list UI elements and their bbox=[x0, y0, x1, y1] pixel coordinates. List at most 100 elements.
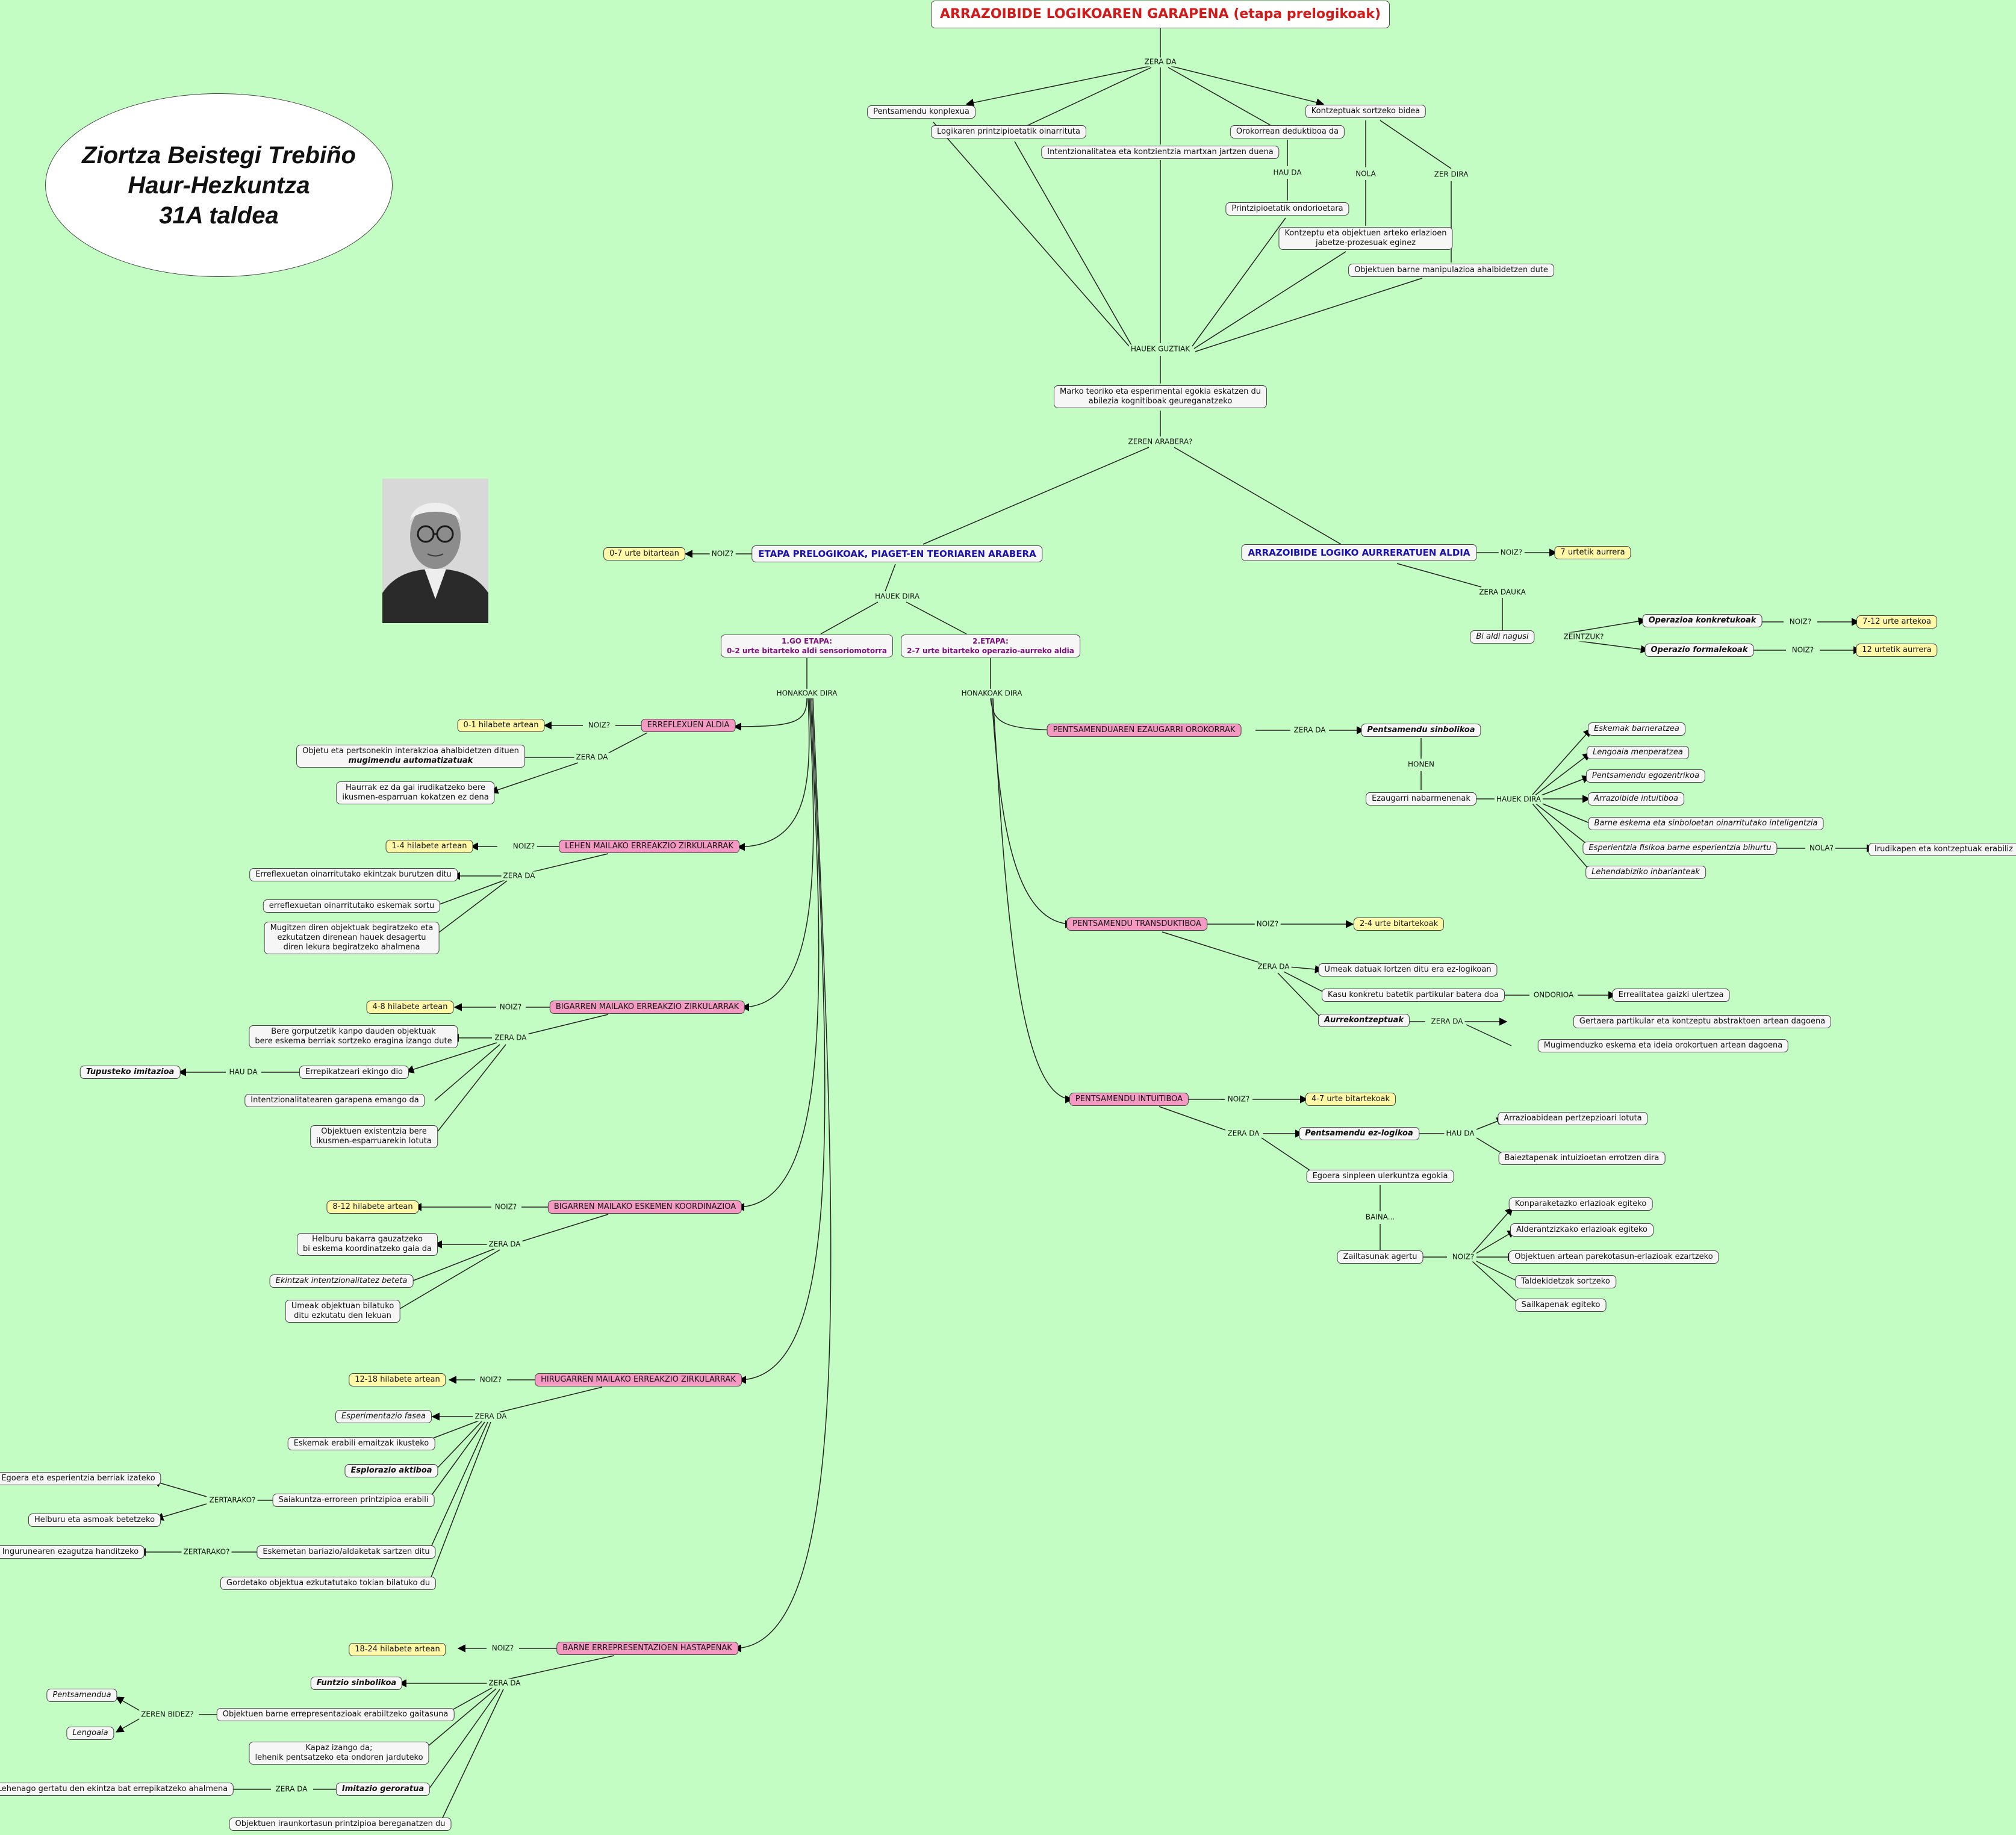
node-helburu-asmoak[interactable]: Helburu eta asmoak betetzeko bbox=[28, 1514, 161, 1527]
node-18-24-hilabete[interactable]: 18-24 hilabete artean bbox=[349, 1643, 446, 1656]
node-pentsamendu-intuitiboa[interactable]: PENTSAMENDU INTUITIBOA bbox=[1069, 1093, 1189, 1106]
node-1go-etapa[interactable]: 1.GO ETAPA:0-2 urte bitarteko aldi senso… bbox=[720, 635, 894, 657]
node-ekintzak-intentzionalitatez[interactable]: Ekintzak intentzionalitatez beteta bbox=[269, 1275, 414, 1288]
node-7-12-urte[interactable]: 7-12 urte artekoa bbox=[1856, 615, 1937, 629]
link-label: ZEREN BIDEZ? bbox=[139, 1710, 196, 1719]
node-hirugarren-mailako[interactable]: HIRUGARREN MAILAKO ERREAKZIO ZIRKULARRAK bbox=[535, 1373, 742, 1386]
node-esplorazio-aktiboa[interactable]: Esplorazio aktiboa bbox=[344, 1464, 438, 1477]
node-1-4-hilabete[interactable]: 1-4 hilabete artean bbox=[385, 840, 473, 853]
node-eskemetan-bariazio[interactable]: Eskemetan bariazio/aldaketak sartzen dit… bbox=[257, 1545, 436, 1559]
node-objetu-interakzioa[interactable]: Objetu eta pertsonekin interakzioa ahalb… bbox=[296, 745, 525, 768]
node-pentsamenduaren-ezaugarri[interactable]: PENTSAMENDUAREN EZAUGARRI OROKORRAK bbox=[1047, 724, 1242, 737]
node-4-8-hilabete[interactable]: 4-8 hilabete artean bbox=[366, 1001, 454, 1014]
node-imitazio-geroratua[interactable]: Imitazio geroratua bbox=[335, 1783, 431, 1796]
node-tupusteko-imitazioa[interactable]: Tupusteko imitazioa bbox=[79, 1066, 181, 1079]
node-lehenago-gertatu[interactable]: Lehenago gertatu den ekintza bat errepik… bbox=[0, 1783, 234, 1796]
node-aurrekontzeptuak[interactable]: Aurrekontzeptuak bbox=[1318, 1014, 1410, 1027]
node-eskemak-erabili[interactable]: Eskemak erabili emaitzak ikusteko bbox=[287, 1437, 435, 1450]
node-taldekidetzak-sortzeko[interactable]: Taldekidetzak sortzeko bbox=[1515, 1275, 1616, 1288]
node-pentsamendua[interactable]: Pentsamendua bbox=[46, 1689, 117, 1702]
node-erreflexuetan-eskemak[interactable]: erreflexuetan oinarritutako eskemak sort… bbox=[263, 899, 441, 913]
node-logikaren-printzipioak[interactable]: Logikaren printzipioetatik oinarrituta bbox=[931, 125, 1086, 138]
node-errepikatzeari[interactable]: Errepikatzeari ekingo dio bbox=[299, 1066, 409, 1079]
node-intentzionalitatearen-garapena[interactable]: Intentzionalitatearen garapena emango da bbox=[244, 1094, 425, 1107]
node-objektuen-iraunkortasun[interactable]: Objektuen iraunkortasun printzipioa bere… bbox=[229, 1818, 452, 1831]
link-label: NOIZ? bbox=[497, 1002, 524, 1012]
node-0-1-hilabete[interactable]: 0-1 hilabete artean bbox=[457, 719, 545, 732]
node-7-urtetik[interactable]: 7 urtetik aurrera bbox=[1554, 546, 1631, 559]
node-ezaugarri-nabarmenenak[interactable]: Ezaugarri nabarmenenak bbox=[1366, 792, 1476, 806]
node-mugitzen-objektuak[interactable]: Mugitzen diren objektuak begiratzeko eta… bbox=[264, 922, 440, 954]
node-mugimenduzko-eskema[interactable]: Mugimenduzko eskema eta ideia orokortuen… bbox=[1537, 1039, 1789, 1052]
node-operazio-konkretukoak[interactable]: Operazioa konkretukoak bbox=[1642, 614, 1762, 627]
node-bere-gorputzetik[interactable]: Bere gorputzetik kanpo dauden objektuak … bbox=[249, 1025, 458, 1048]
node-objektuen-barne-errepresentazioak[interactable]: Objektuen barne errepresentazioak erabil… bbox=[216, 1708, 455, 1721]
node-operazio-formalekoak[interactable]: Operazio formalekoak bbox=[1644, 644, 1754, 657]
node-alderantzizkako-erlazioak[interactable]: Alderantzizkako erlazioak egiteko bbox=[1510, 1223, 1654, 1237]
node-baieztapenak-intuizioetan[interactable]: Baieztapenak intuizioetan errotzen dira bbox=[1498, 1152, 1666, 1165]
node-lehen-mailako[interactable]: LEHEN MAILAKO ERREAKZIO ZIRKULARRAK bbox=[559, 840, 739, 853]
node-kasu-konkretu[interactable]: Kasu konkretu batetik partikular batera … bbox=[1321, 989, 1505, 1002]
node-objektuen-parekotasun[interactable]: Objektuen artean parekotasun-erlazioak e… bbox=[1508, 1250, 1719, 1264]
node-konparaketazko-erlazioak[interactable]: Konparaketazko erlazioak egiteko bbox=[1508, 1197, 1653, 1211]
node-esperimentazio-fasea[interactable]: Esperimentazio fasea bbox=[335, 1410, 432, 1423]
link-label: NOIZ? bbox=[490, 1644, 516, 1653]
node-etapa-prelogikoak[interactable]: ETAPA PRELOGIKOAK, PIAGET-EN TEORIAREN A… bbox=[751, 545, 1043, 562]
node-irudikapen-kontzeptuak[interactable]: Irudikapen eta kontzeptuak erabiliz bbox=[1868, 843, 2016, 856]
node-barne-eskema-inteligentzia[interactable]: Barne eskema eta sinboloetan oinarrituta… bbox=[1588, 817, 1824, 830]
node-objektuen-existentzia[interactable]: Objektuen existentzia bere ikusmen-espar… bbox=[310, 1125, 438, 1148]
node-4-7-urte[interactable]: 4-7 urte bitartekoak bbox=[1305, 1093, 1396, 1106]
node-2-4-urte[interactable]: 2-4 urte bitartekoak bbox=[1353, 918, 1445, 931]
node-erreflexuen-aldia[interactable]: ERREFLEXUEN ALDIA bbox=[641, 719, 736, 732]
node-2-etapa[interactable]: 2.ETAPA:2-7 urte bitarteko operazio-aurr… bbox=[901, 635, 1080, 657]
node-pentsamendu-egozentrikoa[interactable]: Pentsamendu egozentrikoa bbox=[1585, 769, 1706, 783]
node-esperientzia-fisikoa[interactable]: Esperientzia fisikoa barne esperientzia … bbox=[1582, 842, 1778, 855]
node-erreflexuetan-ekintzak[interactable]: Erreflexuetan oinarritutako ekintzak bur… bbox=[249, 868, 458, 881]
node-bigarren-mailako-erreakzio[interactable]: BIGARREN MAILAKO ERREAKZIO ZIRKULARRAK bbox=[549, 1001, 745, 1014]
node-kontzeptuak-sortzeko[interactable]: Kontzeptuak sortzeko bidea bbox=[1305, 105, 1426, 118]
node-bigarren-mailako-eskemen[interactable]: BIGARREN MAILAKO ESKEMEN KOORDINAZIOA bbox=[547, 1200, 742, 1214]
node-kapaz-izango[interactable]: Kapaz izango da; lehenik pentsatzeko eta… bbox=[249, 1742, 429, 1765]
node-2-etapa-desc: 2-7 urte bitarteko operazio-aurreko aldi… bbox=[907, 647, 1074, 655]
node-pentsamendu-konplexua[interactable]: Pentsamendu konplexua bbox=[867, 105, 975, 119]
node-gordetako-objektua[interactable]: Gordetako objektua ezkutatutako tokian b… bbox=[220, 1577, 437, 1590]
node-arrazioabidean-pertzepzioari[interactable]: Arrazioabidean pertzepzioari lotuta bbox=[1498, 1112, 1648, 1125]
node-barne-errepresentazioen[interactable]: BARNE ERREPRESENTAZIOEN HASTAPENAK bbox=[556, 1642, 738, 1655]
node-pentsamendu-ez-logikoa[interactable]: Pentsamendu ez-logikoa bbox=[1299, 1127, 1419, 1140]
node-umeak-objektuan[interactable]: Umeak objektuan bilatuko ditu ezkutatu d… bbox=[285, 1300, 400, 1323]
node-0-7-urte[interactable]: 0-7 urte bitartean bbox=[603, 547, 685, 560]
node-printzipioetatik[interactable]: Printzipioetatik ondorioetara bbox=[1225, 202, 1349, 216]
node-objektuen-manipulazioa[interactable]: Objektuen barne manipulazioa ahalbidetze… bbox=[1348, 264, 1554, 277]
node-8-12-hilabete[interactable]: 8-12 hilabete artean bbox=[326, 1200, 419, 1214]
node-pentsamendu-sinbolikoa[interactable]: Pentsamendu sinbolikoa bbox=[1361, 724, 1481, 737]
node-zailtasunak-agertu[interactable]: Zailtasunak agertu bbox=[1337, 1250, 1423, 1264]
node-objetu-interakzioa-line2: mugimendu automatizatuak bbox=[348, 756, 473, 765]
node-funtzio-sinbolikoa[interactable]: Funtzio sinbolikoa bbox=[310, 1677, 403, 1690]
node-helburu-bakarra[interactable]: Helburu bakarra gauzatzeko bi eskema koo… bbox=[297, 1233, 438, 1256]
link-label: ZERA DA bbox=[501, 871, 537, 881]
node-arrazoibide-intuitiboa[interactable]: Arrazoibide intuitiboa bbox=[1588, 792, 1684, 806]
node-ingurunearen-ezagutza[interactable]: Ingurunearen ezagutza handitzeko bbox=[0, 1545, 145, 1559]
node-haurrak-ez-gai[interactable]: Haurrak ez da gai irudikatzeko bere ikus… bbox=[336, 781, 495, 804]
node-12-18-hilabete[interactable]: 12-18 hilabete artean bbox=[349, 1373, 446, 1386]
node-saiakuntza-erroreen[interactable]: Saiakuntza-erroreen printzipioa erabili bbox=[272, 1494, 435, 1507]
link-label: NOIZ? bbox=[1225, 1094, 1252, 1104]
node-arrazoibide-logiko-aurreratuen[interactable]: ARRAZOIBIDE LOGIKO AURRERATUEN ALDIA bbox=[1241, 544, 1477, 561]
node-gertaera-partikular[interactable]: Gertaera partikular eta kontzeptu abstra… bbox=[1573, 1015, 1832, 1028]
node-12-urtetik[interactable]: 12 urtetik aurrera bbox=[1856, 644, 1938, 657]
node-lengoaia[interactable]: Lengoaia bbox=[66, 1727, 114, 1740]
node-lehendabiziko-inbarianteak[interactable]: Lehendabiziko inbarianteak bbox=[1585, 866, 1706, 879]
node-pentsamendu-transduktiboa[interactable]: PENTSAMENDU TRANSDUKTIBOA bbox=[1066, 918, 1207, 931]
node-marko-teorikoa[interactable]: Marko teoriko eta esperimental egokia es… bbox=[1054, 385, 1267, 408]
node-lengoaia-menperatzea[interactable]: Lengoaia menperatzea bbox=[1587, 746, 1689, 759]
node-umeak-datuak[interactable]: Umeak datuak lortzen ditu era ez-logikoa… bbox=[1318, 963, 1498, 976]
node-egoera-sinpleen[interactable]: Egoera sinpleen ulerkuntza egokia bbox=[1306, 1170, 1454, 1183]
node-sailkapenak-egiteko[interactable]: Sailkapenak egiteko bbox=[1515, 1299, 1607, 1312]
node-intentzionalitatea[interactable]: Intentzionalitatea eta kontzientzia mart… bbox=[1041, 146, 1280, 159]
node-bi-aldi-nagusi[interactable]: Bi aldi nagusi bbox=[1470, 630, 1535, 644]
node-eskemak-barneratzea[interactable]: Eskemak barneratzea bbox=[1588, 722, 1685, 736]
node-kontzeptu-erlazioak[interactable]: Kontzeptu eta objektuen arteko erlazioen… bbox=[1278, 227, 1453, 250]
node-egoera-esperientzia-berriak[interactable]: Egoera eta esperientzia berriak izateko bbox=[0, 1472, 161, 1485]
node-errealitatea-gaizki[interactable]: Errealitatea gaizki ulertzea bbox=[1612, 989, 1730, 1002]
node-deduktiboa[interactable]: Orokorrean deduktiboa da bbox=[1230, 125, 1345, 138]
